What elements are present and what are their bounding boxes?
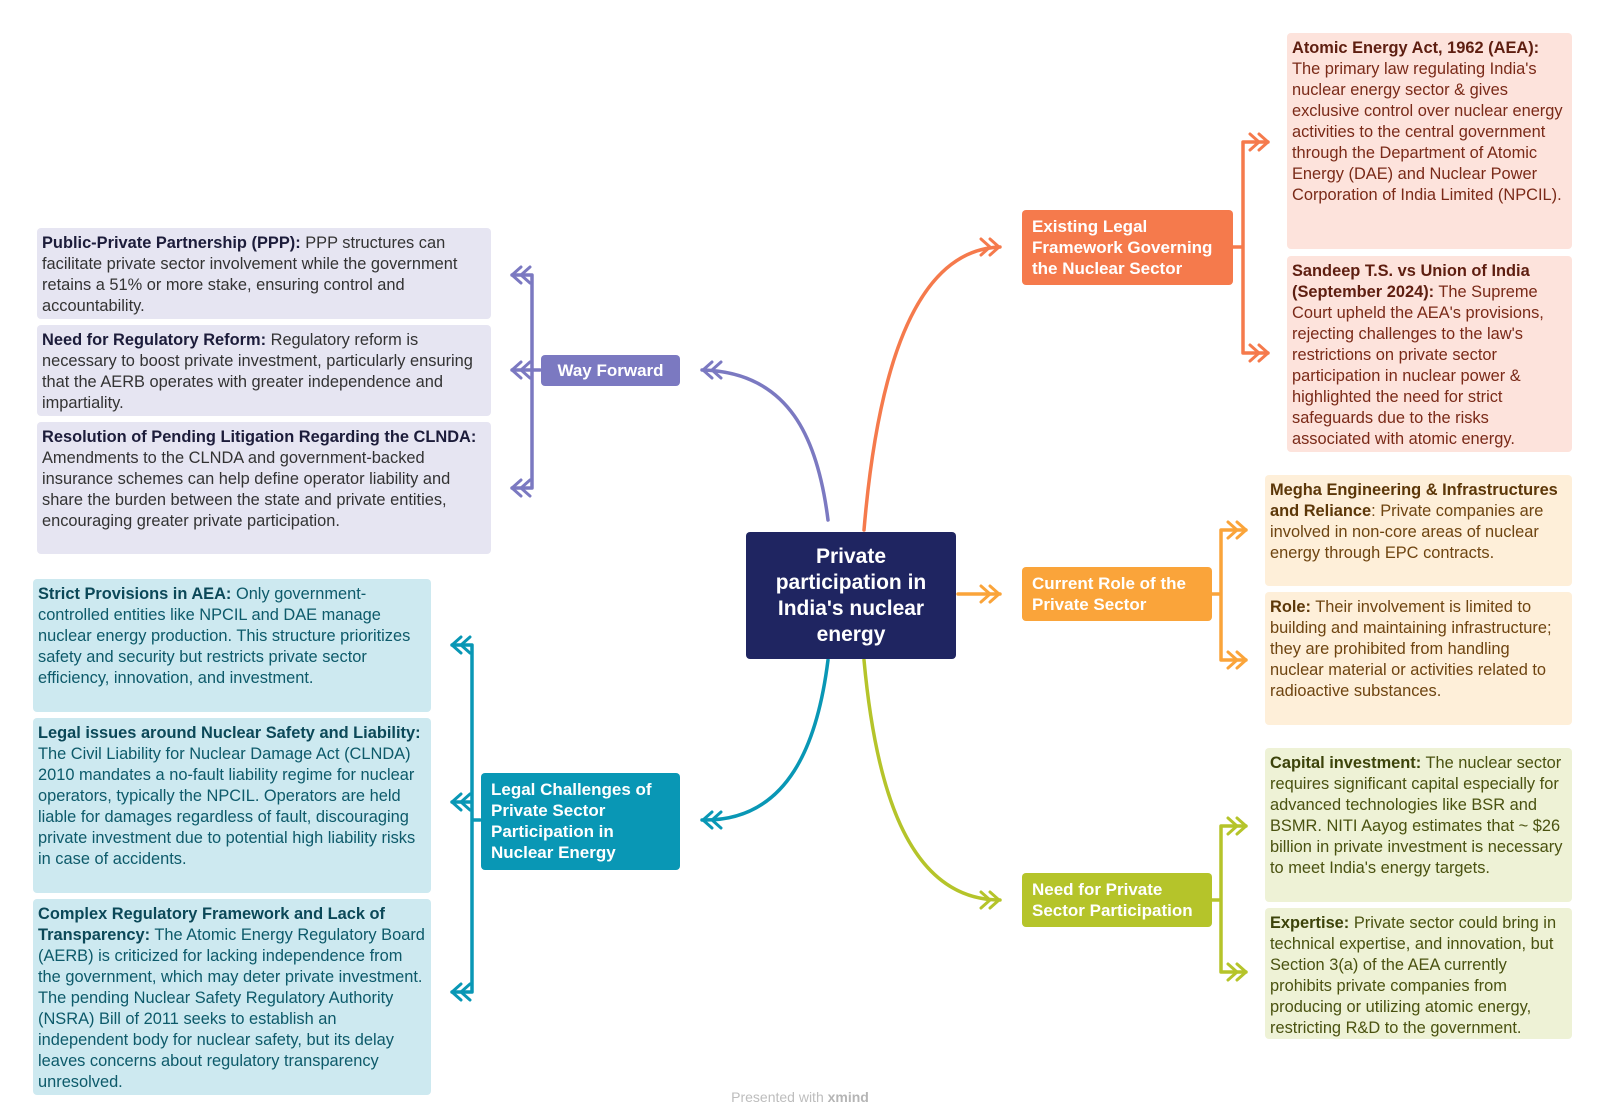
- watermark-prefix: Presented with: [731, 1089, 828, 1105]
- connector-existing-legal: [862, 245, 1002, 532]
- item-body: The nuclear sector requires significant …: [1270, 754, 1563, 877]
- arrow-legal-challenges: [701, 810, 723, 830]
- way-forward-item-litigation[interactable]: Resolution of Pending Litigation Regardi…: [37, 422, 491, 554]
- central-topic-label: Private participation in India's nuclear…: [775, 544, 927, 646]
- bracket-existing-legal: [1231, 140, 1270, 355]
- item-title: Sandeep T.S. vs Union of India (Septembe…: [1292, 262, 1530, 301]
- branch-current-role[interactable]: Current Role of the Private Sector: [1022, 567, 1212, 621]
- way-forward-item-regulatory-reform[interactable]: Need for Regulatory Reform: Regulatory r…: [37, 325, 491, 416]
- bracket-current-role: [1209, 528, 1248, 662]
- central-topic[interactable]: Private participation in India's nuclear…: [746, 532, 956, 659]
- arrow-wf-2: [510, 360, 532, 380]
- current-role-item-role[interactable]: Role: Their involvement is limited to bu…: [1265, 592, 1572, 725]
- need-item-capital-investment[interactable]: Capital investment: The nuclear sector r…: [1265, 748, 1572, 902]
- item-title: Megha Engineering & Infrastructures and …: [1270, 481, 1558, 520]
- item-title: Complex Regulatory Framework and Lack of…: [38, 905, 386, 944]
- bracket-way-forward: [510, 273, 542, 490]
- arrow-lc-1: [450, 635, 472, 655]
- item-body: The Supreme Court upheld the AEA's provi…: [1292, 283, 1544, 448]
- branch-need-label: Need for Private Sector Participation: [1032, 880, 1193, 920]
- bracket-need: [1209, 824, 1248, 974]
- item-body: Only government-controlled entities like…: [38, 585, 411, 687]
- arrow-wf-1: [510, 265, 532, 285]
- arrow-wf-3: [510, 478, 532, 498]
- bracket-legal-challenges: [450, 643, 482, 994]
- existing-legal-item-sandeep-case[interactable]: Sandeep T.S. vs Union of India (Septembe…: [1287, 256, 1572, 452]
- branch-way-forward-label: Way Forward: [557, 361, 664, 380]
- branch-way-forward[interactable]: Way Forward: [541, 355, 680, 386]
- item-body: The Atomic Energy Regulatory Board (AERB…: [38, 926, 425, 1091]
- item-title: Capital investment:: [1270, 754, 1422, 772]
- branch-need[interactable]: Need for Private Sector Participation: [1022, 873, 1212, 927]
- connector-way-forward: [700, 368, 830, 522]
- arrow-need: [979, 890, 1001, 910]
- arrow-existing-legal: [979, 237, 1001, 257]
- arrow-lc-2: [450, 792, 472, 812]
- legal-challenges-item-regulatory-framework[interactable]: Complex Regulatory Framework and Lack of…: [33, 899, 431, 1095]
- branch-legal-challenges-label: Legal Challenges of Private Sector Parti…: [491, 780, 652, 862]
- item-body: PPP structures can facilitate private se…: [42, 234, 458, 315]
- arrow-lc-3: [450, 982, 472, 1002]
- watermark: Presented with xmind: [0, 1089, 1600, 1105]
- current-role-item-megha-reliance[interactable]: Megha Engineering & Infrastructures and …: [1265, 475, 1572, 586]
- arrow-cr-1: [1226, 520, 1248, 540]
- arrow-nd-1: [1226, 816, 1248, 836]
- item-body: Private sector could bring in technical …: [1270, 914, 1557, 1037]
- item-body: Regulatory reform is necessary to boost …: [42, 331, 473, 412]
- item-body: The Civil Liability for Nuclear Damage A…: [38, 745, 416, 868]
- arrow-nd-2: [1226, 962, 1248, 982]
- item-title: Public-Private Partnership (PPP):: [42, 234, 301, 252]
- item-body: Their involvement is limited to building…: [1270, 598, 1552, 700]
- arrow-current-role: [979, 584, 1001, 604]
- need-item-expertise[interactable]: Expertise: Private sector could bring in…: [1265, 908, 1572, 1039]
- arrow-el-1: [1248, 132, 1270, 152]
- branch-current-role-label: Current Role of the Private Sector: [1032, 574, 1186, 614]
- arrow-cr-2: [1226, 650, 1248, 670]
- branch-existing-legal-label: Existing Legal Framework Governing the N…: [1032, 217, 1213, 278]
- arrow-el-2: [1248, 343, 1270, 363]
- branch-legal-challenges[interactable]: Legal Challenges of Private Sector Parti…: [481, 773, 680, 870]
- xmind-logo: xmind: [827, 1089, 869, 1105]
- item-title: Legal issues around Nuclear Safety and L…: [38, 724, 421, 742]
- item-title: Need for Regulatory Reform:: [42, 331, 267, 349]
- item-title: Strict Provisions in AEA:: [38, 585, 232, 603]
- legal-challenges-item-safety-liability[interactable]: Legal issues around Nuclear Safety and L…: [33, 718, 431, 893]
- item-body: : Private companies are involved in non-…: [1270, 502, 1544, 562]
- item-body: Amendments to the CLNDA and government-b…: [42, 449, 451, 530]
- connector-need: [862, 658, 1002, 902]
- item-body: The primary law regulating India's nucle…: [1292, 60, 1563, 204]
- existing-legal-item-aea[interactable]: Atomic Energy Act, 1962 (AEA): The prima…: [1287, 33, 1572, 249]
- item-title: Expertise:: [1270, 914, 1350, 932]
- item-title: Atomic Energy Act, 1962 (AEA):: [1292, 39, 1540, 57]
- item-title: Role:: [1270, 598, 1311, 616]
- legal-challenges-item-strict-provisions[interactable]: Strict Provisions in AEA: Only governmen…: [33, 579, 431, 712]
- item-title: Resolution of Pending Litigation Regardi…: [42, 428, 477, 446]
- arrow-way-forward: [701, 360, 723, 380]
- connector-legal-challenges: [700, 658, 830, 822]
- way-forward-item-ppp[interactable]: Public-Private Partnership (PPP): PPP st…: [37, 228, 491, 319]
- branch-existing-legal[interactable]: Existing Legal Framework Governing the N…: [1022, 210, 1233, 285]
